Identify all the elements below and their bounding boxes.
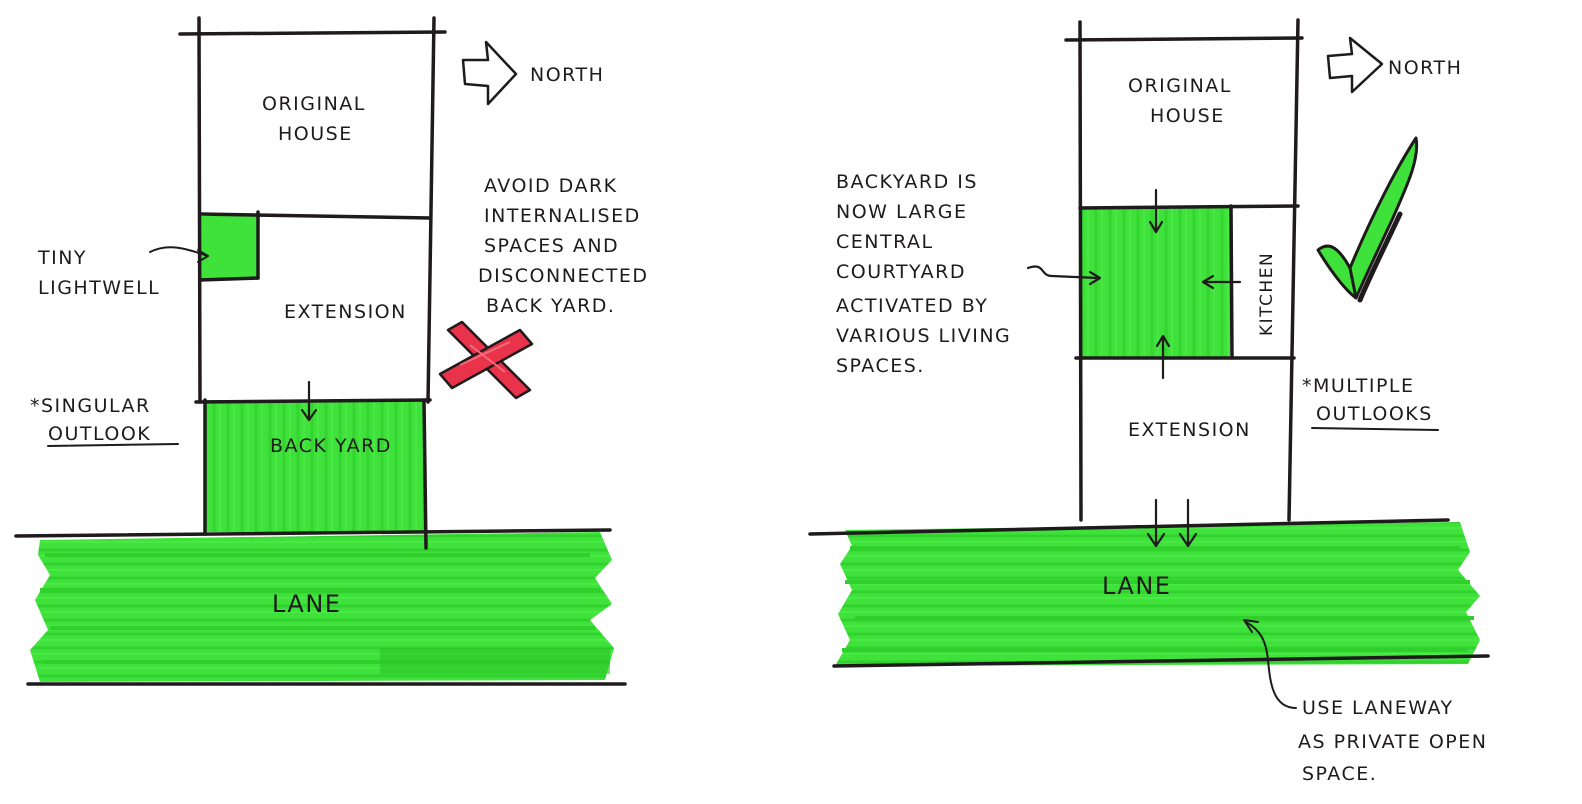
left-note-line2: INTERNALISED [484, 205, 641, 227]
left-note-line3: SPACES AND [484, 235, 619, 257]
right-north-label: NORTH [1388, 57, 1462, 79]
left-original-house-line2: HOUSE [278, 123, 353, 145]
right-note-line4: COURTYARD [836, 261, 966, 283]
left-note-line5: BACK YARD. [486, 295, 615, 317]
check-icon [1316, 136, 1419, 303]
right-laneway-line3: SPACE. [1302, 763, 1377, 785]
lane-arrows-icon [1146, 498, 1198, 548]
left-walls [14, 16, 627, 686]
left-lightwell-fill [200, 216, 258, 280]
right-kitchen-label: KITCHEN [1257, 252, 1277, 336]
laneway-pointer-icon [1243, 619, 1297, 709]
left-original-house-line1: ORIGINAL [262, 93, 366, 115]
right-note-line7: SPACES. [836, 355, 925, 377]
left-outlook-line2: OUTLOOK [48, 423, 151, 445]
right-note-line6: VARIOUS LIVING [836, 325, 1011, 347]
right-outlook-line1: *MULTIPLE [1302, 375, 1415, 397]
left-lane-label: LANE [272, 590, 341, 618]
right-lane-label: LANE [1102, 572, 1171, 600]
left-lightwell-pointer-icon [149, 246, 209, 263]
right-note-line3: CENTRAL [836, 231, 934, 253]
right-original-house-line1: ORIGINAL [1128, 75, 1232, 97]
right-laneway-line1: USE LANEWAY [1302, 697, 1454, 719]
right-note-line1: BACKYARD IS [836, 171, 978, 193]
left-extension-label: EXTENSION [284, 301, 407, 323]
right-outlook-line2: OUTLOOKS [1316, 403, 1433, 425]
right-extension-label: EXTENSION [1128, 419, 1251, 441]
right-outlook-underline [1311, 427, 1439, 431]
right-lane-fill [835, 522, 1480, 666]
left-diagram: NORTH ORIGINAL HOUSE EXTENSION BACK YARD… [14, 16, 648, 686]
left-north-arrow-icon [461, 40, 518, 106]
left-north-label: NORTH [530, 64, 604, 86]
left-note-line4: DISCONNECTED [478, 265, 648, 287]
left-outlook-underline [47, 443, 179, 447]
left-outlook-line1: *SINGULAR [30, 395, 151, 417]
right-original-house-line2: HOUSE [1150, 105, 1225, 127]
courtyard-arrows-icon [1026, 188, 1242, 380]
left-note-line1: AVOID DARK [484, 175, 618, 197]
right-laneway-line2: AS PRIVATE OPEN [1298, 731, 1487, 753]
left-backyard-label: BACK YARD [270, 435, 392, 457]
cross-icon [438, 320, 534, 400]
right-north-arrow-icon [1326, 36, 1384, 94]
left-lane-fill [30, 532, 614, 682]
left-lightwell-line1: TINY [37, 247, 87, 269]
left-lightwell-line2: LIGHTWELL [38, 277, 160, 299]
right-note-line5: ACTIVATED BY [836, 295, 988, 317]
left-backyard-arrow-icon [300, 380, 318, 422]
left-backyard-fill [206, 400, 424, 532]
right-note-line2: NOW LARGE [836, 201, 967, 223]
right-diagram: NORTH ORIGINAL HOUSE KITCHEN EXTENSION L… [808, 18, 1490, 785]
